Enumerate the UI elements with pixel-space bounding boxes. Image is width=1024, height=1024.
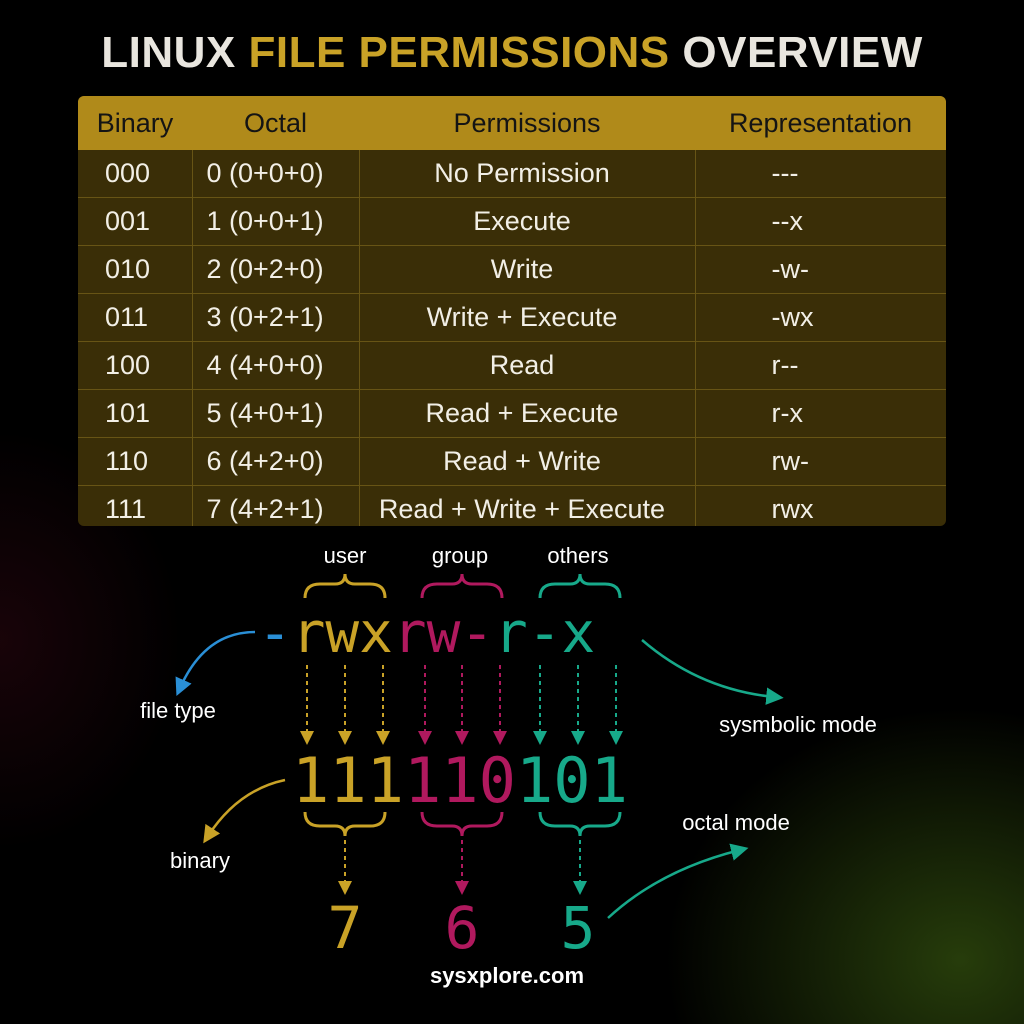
cell-representation: rwx bbox=[694, 485, 946, 526]
permissions-table: Binary Octal Permissions Representation … bbox=[78, 96, 946, 526]
cell-representation: rw- bbox=[694, 437, 946, 486]
label-octal-mode: octal mode bbox=[682, 810, 790, 835]
group-bottom-brace bbox=[420, 811, 504, 837]
cell-permissions: Read bbox=[358, 341, 695, 390]
symbolic-mode-string: -rwxrw-r-x bbox=[258, 601, 595, 666]
user-top-brace bbox=[303, 573, 387, 599]
cell-octal: 3 (0+2+1) bbox=[191, 293, 359, 342]
others-bottom-brace bbox=[538, 811, 622, 837]
filetype-char: - bbox=[258, 601, 292, 666]
cell-representation: -w- bbox=[694, 245, 946, 294]
octal-user: 7 bbox=[328, 894, 363, 962]
binary-others: 101 bbox=[516, 744, 628, 817]
cell-octal: 2 (0+2+0) bbox=[191, 245, 359, 294]
octal-group: 6 bbox=[445, 894, 480, 962]
header-permissions: Permissions bbox=[359, 96, 695, 150]
table-header-row: Binary Octal Permissions Representation bbox=[78, 96, 946, 150]
cell-binary: 101 bbox=[78, 389, 192, 438]
binary-user: 111 bbox=[292, 744, 404, 817]
label-symbolic-mode: sysmbolic mode bbox=[719, 712, 877, 737]
label-file-type: file type bbox=[140, 698, 216, 723]
group-dashed-arrows bbox=[418, 665, 507, 745]
cell-representation: r-- bbox=[694, 341, 946, 390]
cell-permissions: Write bbox=[358, 245, 695, 294]
user-dashed-arrows bbox=[300, 665, 390, 745]
cell-permissions: Read + Write + Execute bbox=[358, 485, 695, 526]
label-others: others bbox=[547, 543, 608, 568]
cell-representation: r-x bbox=[694, 389, 946, 438]
group-top-brace bbox=[420, 573, 504, 599]
cell-permissions: Write + Execute bbox=[358, 293, 695, 342]
label-group: group bbox=[432, 543, 488, 568]
file-type-arrow bbox=[175, 630, 256, 696]
label-binary: binary bbox=[170, 848, 230, 873]
cell-octal: 0 (0+0+0) bbox=[191, 150, 359, 198]
cell-binary: 001 bbox=[78, 197, 192, 246]
binary-mode-string: 111110101 bbox=[292, 744, 628, 817]
octal-others: 5 bbox=[561, 894, 596, 962]
cell-representation: --- bbox=[694, 150, 946, 198]
octal-mode-arrow bbox=[607, 843, 749, 919]
binary-arrow bbox=[203, 778, 286, 844]
header-octal: Octal bbox=[192, 96, 359, 150]
cell-permissions: No Permission bbox=[358, 150, 695, 198]
cell-octal: 1 (0+0+1) bbox=[191, 197, 359, 246]
symbolic-others: r-x bbox=[494, 601, 595, 666]
cell-permissions: Execute bbox=[358, 197, 695, 246]
symbolic-user: rwx bbox=[292, 601, 393, 666]
table-row: 000 0 (0+0+0)No Permission--- bbox=[78, 150, 946, 198]
others-top-brace bbox=[538, 573, 622, 599]
cell-representation: --x bbox=[694, 197, 946, 246]
header-binary: Binary bbox=[78, 96, 192, 150]
title-part-1: LINUX bbox=[101, 28, 236, 77]
cell-binary: 110 bbox=[78, 437, 192, 486]
cell-binary: 111 bbox=[78, 485, 192, 526]
binary-group: 110 bbox=[404, 744, 516, 817]
cell-octal: 6 (4+2+0) bbox=[191, 437, 359, 486]
cell-octal: 4 (4+0+0) bbox=[191, 341, 359, 390]
header-representation: Representation bbox=[695, 96, 946, 150]
cell-binary: 010 bbox=[78, 245, 192, 294]
cell-octal: 5 (4+0+1) bbox=[191, 389, 359, 438]
cell-binary: 000 bbox=[105, 158, 151, 188]
cell-permissions: Read + Execute bbox=[358, 389, 695, 438]
user-bottom-brace bbox=[303, 811, 387, 837]
footer-website: sysxplore.com bbox=[430, 963, 584, 988]
cell-octal: 7 (4+2+1) bbox=[191, 485, 359, 526]
cell-binary: 011 bbox=[78, 293, 192, 342]
symbolic-mode-arrow bbox=[641, 639, 784, 705]
page-title: LINUX FILE PERMISSIONS OVERVIEW bbox=[0, 28, 1024, 78]
title-part-3: OVERVIEW bbox=[682, 28, 923, 77]
label-user: user bbox=[324, 543, 367, 568]
symbolic-group: rw- bbox=[393, 601, 494, 666]
cell-representation: -wx bbox=[694, 293, 946, 342]
cell-permissions: Read + Write bbox=[358, 437, 695, 486]
title-part-2: FILE PERMISSIONS bbox=[248, 28, 670, 77]
others-dashed-arrows bbox=[533, 665, 623, 745]
cell-binary: 100 bbox=[78, 341, 192, 390]
